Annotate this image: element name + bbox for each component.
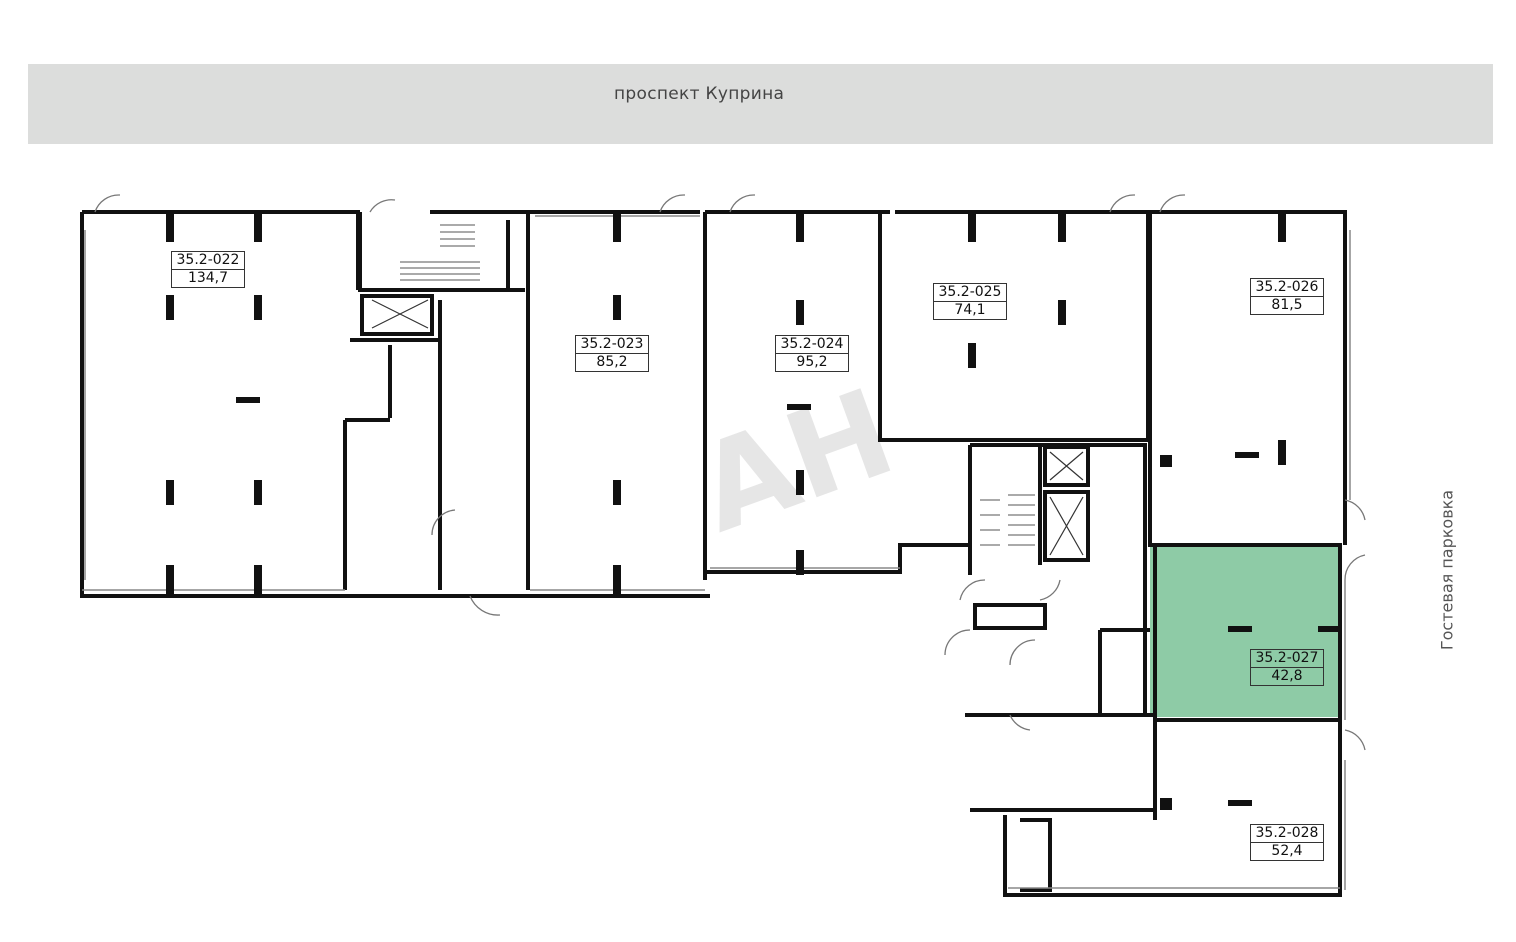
stairs bbox=[400, 224, 1035, 546]
unit-area: 42,8 bbox=[1271, 668, 1303, 684]
doors bbox=[94, 194, 1366, 751]
unit-code: 35.2-025 bbox=[934, 284, 1006, 302]
unit-label-027[interactable]: 35.2-027 42,8 bbox=[1250, 649, 1324, 686]
watermark: AH bbox=[681, 363, 910, 560]
columns bbox=[166, 212, 1342, 810]
unit-label-026[interactable]: 35.2-026 81,5 bbox=[1250, 278, 1324, 315]
unit-label-028[interactable]: 35.2-028 52,4 bbox=[1250, 824, 1324, 861]
unit-code: 35.2-022 bbox=[172, 252, 244, 270]
elevator-icons bbox=[371, 299, 1084, 556]
street-label: проспект Куприна bbox=[614, 84, 785, 104]
unit-area: 74,1 bbox=[954, 302, 986, 318]
unit-code: 35.2-024 bbox=[776, 336, 848, 354]
unit-code: 35.2-023 bbox=[576, 336, 648, 354]
unit-area: 85,2 bbox=[596, 354, 628, 370]
unit-code: 35.2-026 bbox=[1251, 279, 1323, 297]
unit-area: 134,7 bbox=[187, 270, 229, 286]
unit-label-025[interactable]: 35.2-025 74,1 bbox=[933, 283, 1007, 320]
unit-label-024[interactable]: 35.2-024 95,2 bbox=[775, 335, 849, 372]
unit-area: 95,2 bbox=[796, 354, 828, 370]
windows bbox=[82, 215, 1351, 890]
unit-label-022[interactable]: 35.2-022 134,7 bbox=[171, 251, 245, 288]
unit-code: 35.2-028 bbox=[1251, 825, 1323, 843]
walls bbox=[80, 210, 1347, 897]
unit-label-023[interactable]: 35.2-023 85,2 bbox=[575, 335, 649, 372]
street-band bbox=[28, 64, 1493, 144]
unit-area: 52,4 bbox=[1271, 843, 1303, 859]
unit-area: 81,5 bbox=[1271, 297, 1303, 313]
unit-code: 35.2-027 bbox=[1251, 650, 1323, 668]
